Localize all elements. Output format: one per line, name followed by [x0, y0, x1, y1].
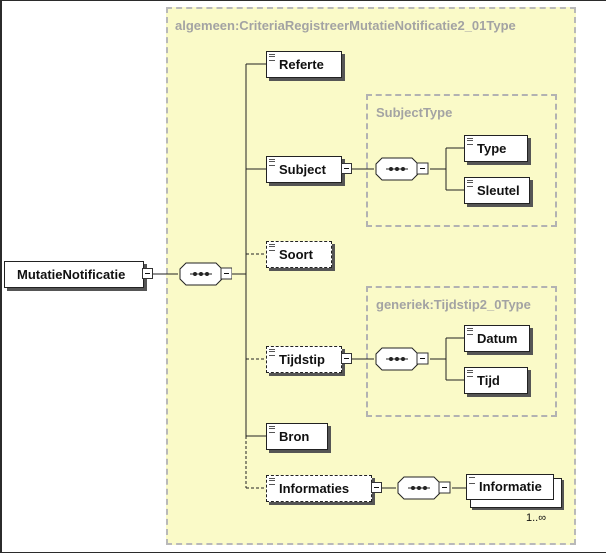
referte-label: Referte — [279, 57, 324, 72]
datum-element[interactable]: Datum — [464, 325, 530, 352]
criteria-type-title: algemeen:CriteriaRegistreerMutatieNotifi… — [175, 18, 516, 33]
collapse-minus-icon[interactable] — [142, 268, 153, 279]
element-mark-icon — [467, 180, 473, 187]
element-mark-icon — [269, 54, 275, 61]
bron-element[interactable]: Bron — [266, 423, 328, 450]
soort-element[interactable]: Soort — [266, 241, 332, 268]
informatie-label: Informatie — [479, 479, 542, 494]
sequence-shape — [179, 262, 233, 286]
sequence-shape — [375, 347, 429, 371]
subject-sequence-icon[interactable] — [374, 157, 430, 181]
mutatie-notificatie-label: MutatieNotificatie — [17, 267, 126, 282]
soort-label: Soort — [279, 247, 313, 262]
informaties-element[interactable]: Informaties — [266, 475, 372, 502]
informatie-cardinality: 1..∞ — [526, 512, 547, 524]
subject-type-title: SubjectType — [376, 105, 453, 120]
element-mark-icon — [469, 477, 475, 484]
sequence-compositor-icon[interactable] — [178, 262, 233, 286]
type-label: Type — [477, 141, 507, 156]
collapse-minus-icon[interactable] — [341, 163, 352, 174]
tijd-label: Tijd — [477, 373, 500, 388]
informaties-sequence-icon[interactable] — [396, 476, 452, 500]
referte-element[interactable]: Referte — [266, 51, 342, 78]
element-mark-icon — [467, 328, 473, 335]
datum-label: Datum — [477, 331, 518, 346]
element-mark-icon — [269, 426, 275, 433]
informatie-element[interactable]: Informatie — [466, 474, 562, 508]
tijdstip-type-box — [366, 286, 557, 417]
criteria-type-box — [166, 7, 576, 545]
tijdstip-label: Tijdstip — [279, 352, 325, 367]
tijdstip-element[interactable]: Tijdstip — [266, 346, 342, 373]
collapse-minus-icon[interactable] — [341, 353, 352, 364]
subject-type-box — [366, 94, 557, 227]
tijdstip-sequence-icon[interactable] — [374, 347, 430, 371]
tijd-element[interactable]: Tijd — [464, 367, 528, 394]
element-mark-icon — [269, 349, 275, 356]
sleutel-label: Sleutel — [477, 183, 520, 198]
tijdstip-type-title: generiek:Tijdstip2_0Type — [376, 297, 531, 312]
subject-element[interactable]: Subject — [266, 156, 342, 183]
informaties-label: Informaties — [279, 481, 350, 496]
element-mark-icon — [269, 159, 275, 166]
collapse-minus-icon[interactable] — [371, 482, 382, 493]
bron-label: Bron — [279, 429, 310, 444]
element-mark-icon — [467, 370, 473, 377]
mutatie-notificatie-element[interactable]: MutatieNotificatie — [4, 261, 144, 288]
informatie-stack-front: Informatie — [466, 474, 554, 500]
element-mark-icon — [269, 478, 275, 485]
sequence-shape — [375, 157, 429, 181]
subject-label: Subject — [279, 162, 326, 177]
element-mark-icon — [269, 244, 275, 251]
sleutel-element[interactable]: Sleutel — [464, 177, 530, 204]
sequence-shape — [397, 476, 451, 500]
element-mark-icon — [467, 138, 473, 145]
type-element[interactable]: Type — [464, 135, 528, 162]
